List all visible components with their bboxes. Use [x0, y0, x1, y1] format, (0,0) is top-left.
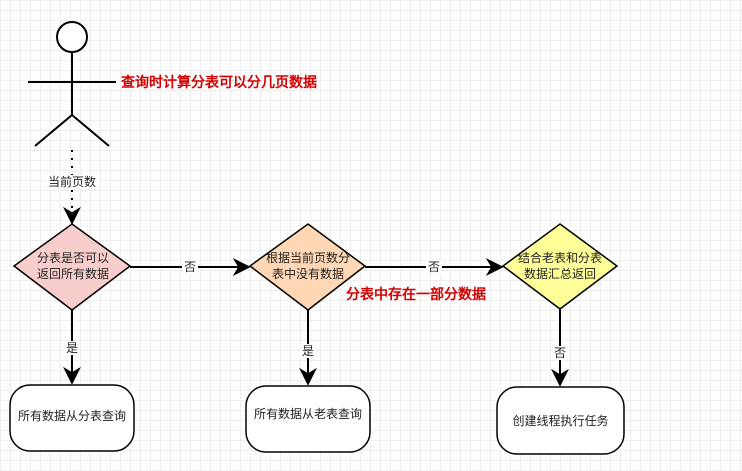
- edge-label-d2-down: 是: [300, 344, 317, 358]
- actor-figure: [28, 21, 116, 147]
- end-2-shape[interactable]: [245, 385, 371, 453]
- partial-data-note-text: 分表中存在一部分数据: [346, 287, 486, 303]
- edge-label-d1-down: 是: [64, 341, 81, 355]
- edge-label-d2-d3: 否: [426, 260, 443, 274]
- end-3-label: 创建线程执行任务: [512, 414, 609, 428]
- decision-2-label: 根据当前页数分表中没有数据: [265, 251, 350, 281]
- actor-note-text: 查询时计算分表可以分几页数据: [121, 75, 317, 91]
- decision-3-label: 结合老表和分表数据汇总返回: [517, 251, 602, 281]
- edge-label-d3-down: 否: [552, 346, 569, 360]
- end-1-label: 所有数据从分表查询: [17, 409, 126, 423]
- end-1-shape[interactable]: [9, 384, 135, 452]
- edge-label-d1-d2: 否: [182, 260, 199, 274]
- end-2-label: 所有数据从老表查询: [253, 407, 362, 421]
- edge-label-current-page: 当前页数: [46, 175, 99, 189]
- decision-1-label: 分表是否可以返回所有数据: [36, 251, 109, 281]
- end-3-shape[interactable]: [496, 386, 625, 455]
